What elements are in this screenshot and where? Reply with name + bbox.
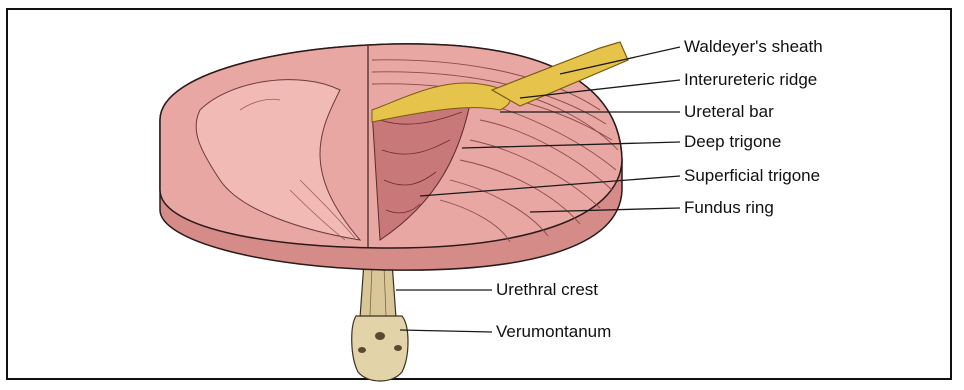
label-urethral-crest: Urethral crest xyxy=(496,280,598,300)
label-fundus-ring: Fundus ring xyxy=(684,198,774,218)
label-verumontanum: Verumontanum xyxy=(496,322,611,342)
verumontanum-shape xyxy=(352,316,408,381)
label-superficial-trigone: Superficial trigone xyxy=(684,166,820,186)
label-ureteral-bar: Ureteral bar xyxy=(684,102,774,122)
label-waldeyers-sheath: Waldeyer's sheath xyxy=(684,37,823,57)
label-interureteric-ridge: Interureteric ridge xyxy=(684,70,817,90)
label-deep-trigone: Deep trigone xyxy=(684,132,781,152)
